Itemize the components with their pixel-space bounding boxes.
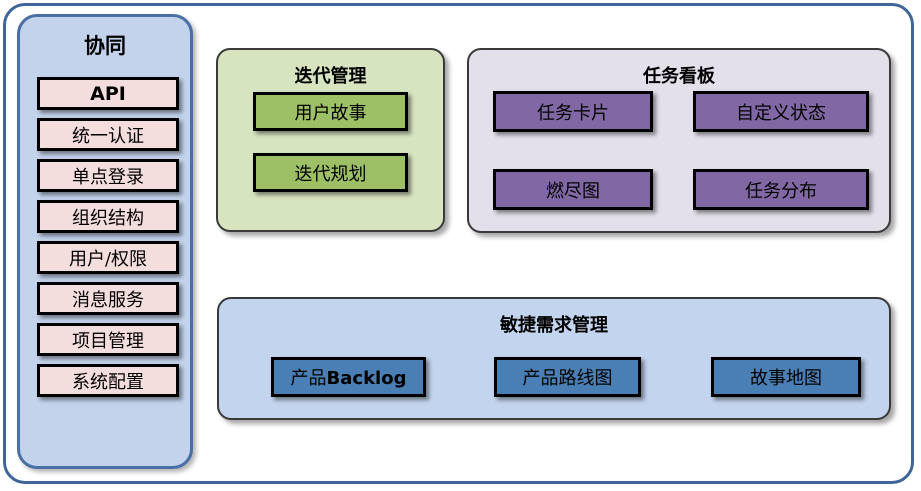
- box-label: 燃尽图: [546, 180, 600, 202]
- panel-agile-requirements[interactable]: 敏捷需求管理 产品Backlog 产品路线图 故事地图: [217, 297, 891, 420]
- box-label: 用户故事: [294, 102, 367, 124]
- box-label: 故事地图: [750, 368, 822, 389]
- panel-title-iteration: 迭代管理: [294, 66, 367, 87]
- box-label: 迭代规划: [294, 163, 367, 185]
- sidebar-panel-collaboration[interactable]: 协同 API 统一认证 单点登录 组织结构 用户/权限 消息服务 项目管理: [17, 14, 193, 469]
- sidebar-item-system-config[interactable]: 系统配置: [37, 364, 179, 397]
- box-task-card[interactable]: 任务卡片: [493, 91, 653, 132]
- sidebar-title: 协同: [84, 34, 126, 58]
- box-user-story[interactable]: 用户故事: [253, 92, 408, 131]
- sidebar-item-single-sign-on[interactable]: 单点登录: [37, 159, 179, 192]
- box-burndown-chart[interactable]: 燃尽图: [493, 169, 653, 210]
- box-product-roadmap[interactable]: 产品路线图: [494, 357, 641, 397]
- sidebar-item-label: 消息服务: [72, 289, 144, 311]
- sidebar-item-label: 用户/权限: [68, 248, 148, 270]
- sidebar-item-message-service[interactable]: 消息服务: [37, 282, 179, 315]
- sidebar-item-label: 组织结构: [72, 207, 144, 229]
- sidebar-item-label: 系统配置: [72, 371, 144, 393]
- sidebar-item-label: 项目管理: [72, 330, 144, 352]
- panel-iteration-management[interactable]: 迭代管理 用户故事 迭代规划: [216, 48, 445, 232]
- box-custom-status[interactable]: 自定义状态: [693, 91, 869, 132]
- box-label: 产品路线图: [522, 368, 613, 389]
- box-iteration-planning[interactable]: 迭代规划: [253, 153, 408, 192]
- sidebar-item-user-permission[interactable]: 用户/权限: [37, 241, 179, 274]
- sidebar-item-label: 统一认证: [72, 125, 144, 147]
- sidebar-item-list: API 统一认证 单点登录 组织结构 用户/权限 消息服务 项目管理 系统配置: [37, 77, 179, 405]
- box-label: 任务分布: [745, 180, 817, 202]
- panel-title-agile: 敏捷需求管理: [500, 315, 608, 336]
- sidebar-item-api[interactable]: API: [37, 77, 179, 110]
- sidebar-item-unified-auth[interactable]: 统一认证: [37, 118, 179, 151]
- panel-title-task-board: 任务看板: [643, 66, 715, 87]
- box-label-cjk: 产品: [290, 368, 327, 389]
- box-label-latin: Backlog: [326, 368, 407, 389]
- sidebar-item-project-management[interactable]: 项目管理: [37, 323, 179, 356]
- box-label: 产品Backlog: [291, 364, 407, 390]
- box-task-distribution[interactable]: 任务分布: [693, 169, 869, 210]
- sidebar-item-label: API: [90, 82, 126, 105]
- sidebar-item-org-structure[interactable]: 组织结构: [37, 200, 179, 233]
- box-story-map[interactable]: 故事地图: [711, 357, 861, 397]
- box-label: 任务卡片: [537, 102, 609, 124]
- panel-task-board[interactable]: 任务看板 任务卡片 自定义状态 燃尽图 任务分布: [467, 48, 891, 233]
- box-label: 自定义状态: [736, 102, 826, 124]
- sidebar-item-label: 单点登录: [72, 166, 144, 188]
- box-product-backlog[interactable]: 产品Backlog: [271, 357, 426, 397]
